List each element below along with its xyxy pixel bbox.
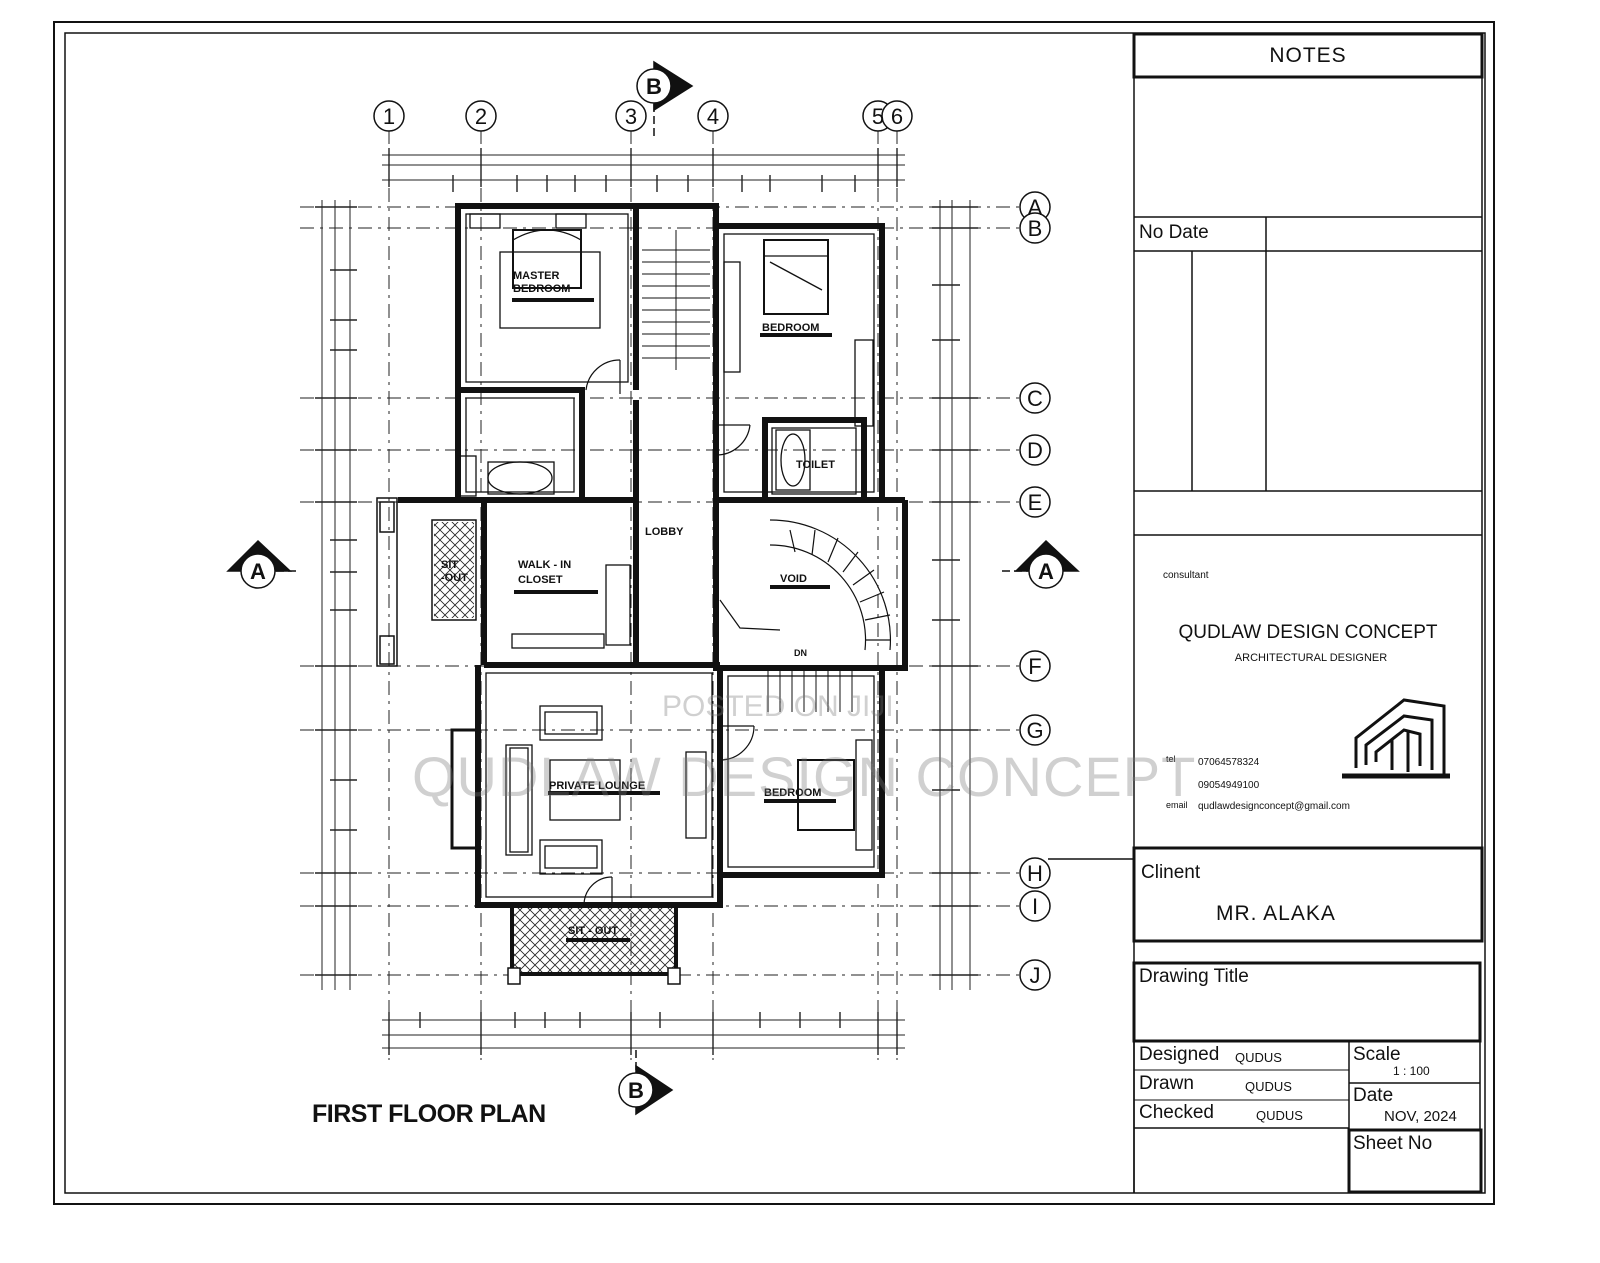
grid-label-A: A xyxy=(1028,195,1043,220)
drawn-by: QUDUS xyxy=(1245,1079,1292,1094)
grid-label-G: G xyxy=(1026,718,1043,743)
inner-border xyxy=(64,32,1486,1194)
room-label-master-1: MASTER xyxy=(513,270,560,282)
section-b-top-label: B xyxy=(646,74,662,99)
room-label-lounge: PRIVATE LOUNGE xyxy=(549,780,645,792)
grid-label-2: 2 xyxy=(475,104,487,129)
walls xyxy=(398,203,908,908)
date-label: Date xyxy=(1353,1085,1394,1106)
watermark-small: POSTED ON JIJI xyxy=(662,690,894,723)
room-label-bedroom-top: BEDROOM xyxy=(762,322,819,334)
left-sitout-hatch xyxy=(434,522,474,618)
straight-stair xyxy=(642,230,710,370)
section-markers xyxy=(226,60,1080,1116)
watermark-main: QUDLAW DESIGN CONCEPT xyxy=(412,745,1197,808)
notes-heading: NOTES xyxy=(1269,44,1347,67)
room-label-sitout-bottom: SIT - OUT xyxy=(568,925,618,937)
grid-label-6: 6 xyxy=(891,104,903,129)
scale-label: Scale xyxy=(1353,1044,1401,1065)
designed-by: QUDUS xyxy=(1235,1050,1282,1065)
room-label-sitout-2: -OUT xyxy=(441,572,468,584)
tel-number-1: 07064578324 xyxy=(1198,757,1260,768)
grid-label-C: C xyxy=(1027,386,1043,411)
designed-label: Designed xyxy=(1139,1044,1220,1065)
room-label-lobby: LOBBY xyxy=(645,526,684,538)
drawn-label: Drawn xyxy=(1139,1073,1194,1094)
outer-border xyxy=(53,21,1495,1205)
date-value: NOV, 2024 xyxy=(1384,1108,1457,1125)
section-b-bottom-label: B xyxy=(628,1078,644,1103)
grid-label-3: 3 xyxy=(625,104,637,129)
lounge-bay xyxy=(450,728,480,850)
dimension-lines xyxy=(321,154,971,1049)
short-stair xyxy=(767,670,853,712)
firm-name: QUDLAW DESIGN CONCEPT xyxy=(1178,622,1438,643)
room-label-master-2: BEDROOM xyxy=(513,283,570,295)
room-label-walkin-1: WALK - IN xyxy=(518,559,571,571)
room-label-void: VOID xyxy=(780,573,807,585)
spiral-stair xyxy=(719,519,892,651)
grid-label-I: I xyxy=(1032,894,1038,919)
wall-inner-lines xyxy=(465,213,875,898)
sheet-no-label: Sheet No xyxy=(1353,1133,1433,1154)
grid-label-B: B xyxy=(1028,216,1043,241)
client-label: Clinent xyxy=(1141,862,1201,883)
drawing-title-label: Drawing Title xyxy=(1139,966,1249,987)
grid-label-E: E xyxy=(1028,490,1043,515)
checked-by: QUDUS xyxy=(1256,1108,1303,1123)
grid-label-4: 4 xyxy=(707,104,719,129)
grid-label-D: D xyxy=(1027,438,1043,463)
consultant-label: consultant xyxy=(1163,570,1209,581)
email-label: email xyxy=(1166,800,1188,810)
room-label-walkin-2: CLOSET xyxy=(518,574,563,586)
furniture xyxy=(457,213,874,942)
room-label-dn: DN xyxy=(794,648,807,658)
checked-label: Checked xyxy=(1139,1102,1214,1123)
no-date-header: No Date xyxy=(1139,222,1209,243)
room-label-bedroom-bottom: BEDROOM xyxy=(764,787,821,799)
tel-label: tel xyxy=(1166,754,1176,764)
left-sitout-balcony xyxy=(376,497,477,667)
bottom-sitout xyxy=(507,904,681,985)
grid-bubbles xyxy=(373,100,1051,991)
section-a-left-label: A xyxy=(250,559,266,584)
grid-label-J: J xyxy=(1030,963,1041,988)
plan-title: FIRST FLOOR PLAN xyxy=(312,1100,546,1128)
grid-label-5: 5 xyxy=(872,104,884,129)
room-label-sitout-1: SIT xyxy=(441,559,458,571)
grid-label-1: 1 xyxy=(383,104,395,129)
doors xyxy=(583,359,755,906)
firm-logo-icon xyxy=(1342,698,1450,779)
grid-label-F: F xyxy=(1028,654,1041,679)
dimension-ticks xyxy=(315,148,978,1055)
tel-number-2: 09054949100 xyxy=(1198,780,1260,791)
email-address: qudlawdesignconcept@gmail.com xyxy=(1198,801,1350,812)
scale-value: 1 : 100 xyxy=(1393,1064,1430,1078)
grid-label-H: H xyxy=(1027,861,1043,886)
section-a-right-label: A xyxy=(1038,559,1054,584)
firm-role: ARCHITECTURAL DESIGNER xyxy=(1234,652,1388,664)
room-label-toilet: TOILET xyxy=(796,459,835,471)
title-block-frame xyxy=(1048,32,1484,1194)
client-name: MR. ALAKA xyxy=(1216,902,1336,925)
